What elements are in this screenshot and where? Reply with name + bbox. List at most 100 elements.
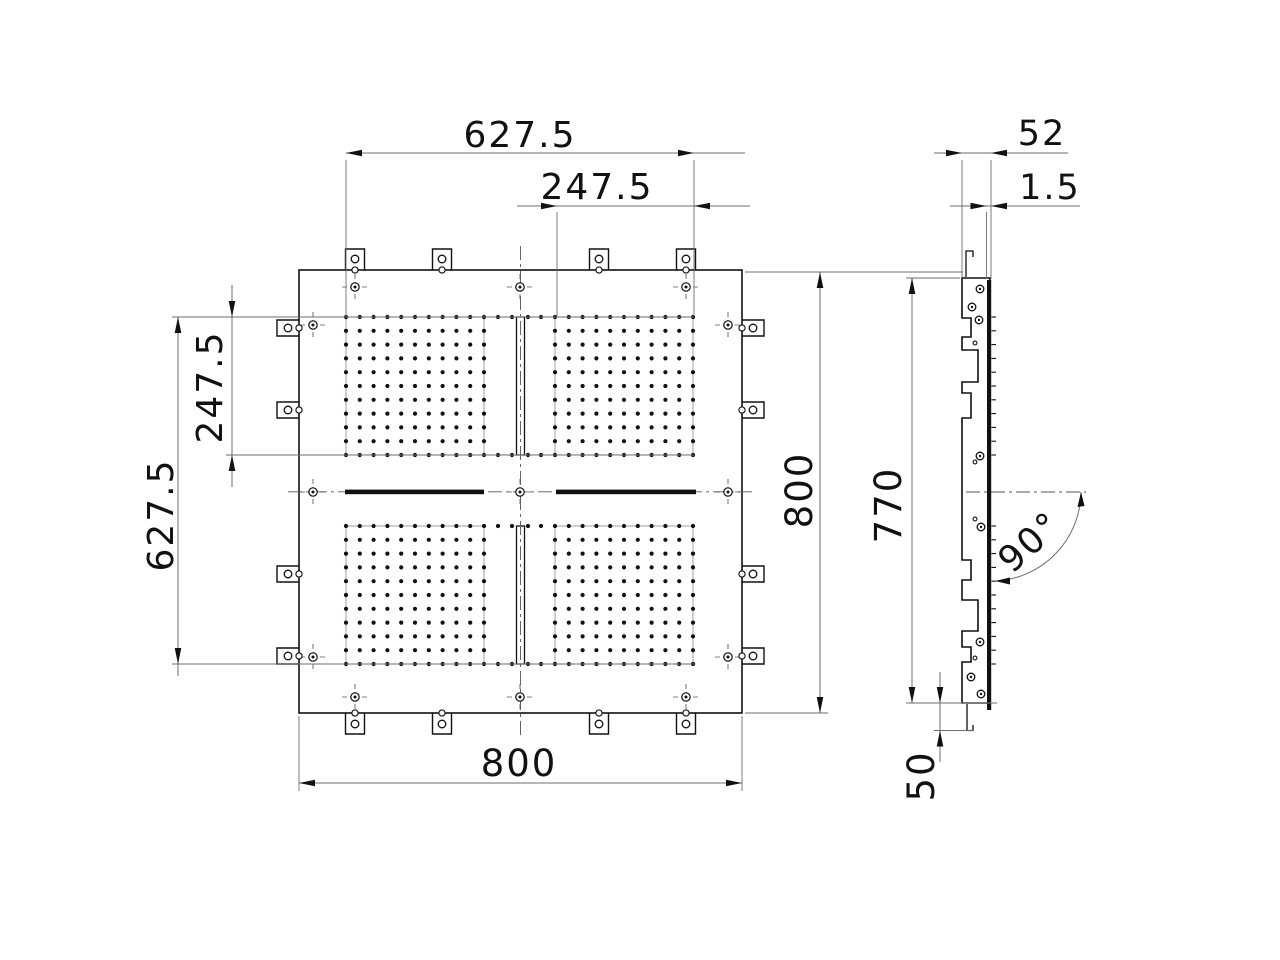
nozzle-dot xyxy=(552,606,558,611)
nozzle-dot xyxy=(343,425,349,430)
nozzle-dot xyxy=(594,342,599,347)
nozzle-dot xyxy=(357,342,362,347)
nozzle-dot xyxy=(608,425,613,430)
nozzle-dot xyxy=(343,606,349,611)
nozzle-dot xyxy=(481,397,487,402)
nozzle-dot xyxy=(371,383,376,389)
nozzle-dot xyxy=(608,551,613,556)
nozzle-dot xyxy=(677,523,682,529)
nozzle-dot xyxy=(343,439,349,444)
nozzle-dot xyxy=(440,551,445,556)
nozzle-dot xyxy=(635,383,640,389)
nozzle-dot xyxy=(399,383,404,389)
nozzle-dot xyxy=(481,648,487,653)
nozzle-dot xyxy=(343,370,349,375)
nozzle-dot xyxy=(677,370,682,375)
nozzle-dot xyxy=(552,592,558,598)
nozzle-dot xyxy=(385,411,390,416)
nozzle-dot xyxy=(412,537,418,542)
tab-notch xyxy=(738,570,746,578)
screw-hole-center xyxy=(353,695,357,699)
screw-hole-center xyxy=(518,490,522,494)
nozzle-dot xyxy=(343,411,349,416)
nozzle-dot xyxy=(454,411,459,416)
nozzle-dot xyxy=(566,356,571,361)
nozzle-dot xyxy=(580,606,585,611)
nozzle-dot xyxy=(663,565,668,570)
nozzle-dot xyxy=(566,411,571,416)
front-view xyxy=(276,246,765,736)
nozzle-dot xyxy=(690,370,696,375)
nozzle-dot xyxy=(357,411,362,416)
nozzle-dot xyxy=(454,551,459,556)
nozzle-dot xyxy=(426,397,431,402)
nozzle-dot xyxy=(454,579,459,584)
nozzle-dot xyxy=(663,592,668,598)
nozzle-dot xyxy=(440,411,445,416)
nozzle-dot xyxy=(385,606,390,611)
tab-hole xyxy=(350,719,360,729)
nozzle-dot xyxy=(594,383,599,389)
nozzle-dot xyxy=(690,579,696,584)
nozzle-dot xyxy=(663,370,668,375)
nozzle-dot xyxy=(621,606,627,611)
nozzle-dot xyxy=(663,648,668,653)
nozzle-dot xyxy=(412,565,418,570)
nozzle-dot xyxy=(552,565,558,570)
nozzle-dot xyxy=(440,383,445,389)
dim-side-height: 770 xyxy=(867,278,916,703)
nozzle-dot xyxy=(371,356,376,361)
tab-hole xyxy=(748,323,758,333)
tab-notch xyxy=(295,324,303,332)
nozzle-dot xyxy=(649,648,654,653)
tab-hole xyxy=(283,405,293,415)
nozzle-dot xyxy=(552,370,558,375)
nozzle-dot xyxy=(525,523,531,529)
nozzle-dot xyxy=(454,565,459,570)
nozzle-dot xyxy=(412,523,418,529)
screw-hole-center xyxy=(311,655,315,659)
nozzle-dot xyxy=(357,425,362,430)
screw-hole-center xyxy=(726,655,730,659)
nozzle-dot xyxy=(412,342,418,347)
nozzle-dot xyxy=(440,356,445,361)
nozzle-dot xyxy=(426,537,431,542)
nozzle-dot xyxy=(635,537,640,542)
nozzle-dot xyxy=(649,523,654,529)
nozzle-dot xyxy=(538,523,544,529)
nozzle-dot xyxy=(454,606,459,611)
nozzle-dot xyxy=(454,592,459,598)
nozzle-dot xyxy=(385,579,390,584)
dim-top-offset: 247.5 xyxy=(517,167,750,210)
nozzle-dot xyxy=(343,537,349,542)
nozzle-dot xyxy=(594,425,599,430)
nozzle-dot xyxy=(385,370,390,375)
fastener-pins xyxy=(972,340,978,661)
nozzle-dot xyxy=(481,579,487,584)
nozzle-dot xyxy=(552,439,558,444)
tab-notch xyxy=(595,266,603,274)
top-hook xyxy=(965,250,974,277)
nozzle-dot xyxy=(649,328,654,333)
nozzle-dot xyxy=(468,592,473,598)
dim-label-depth: 52 xyxy=(1018,114,1067,154)
nozzle-dot xyxy=(608,439,613,444)
nozzle-dot xyxy=(663,425,668,430)
nozzle-dot xyxy=(440,523,445,529)
nozzle-dot xyxy=(481,425,487,430)
tab-notch xyxy=(682,266,690,274)
nozzle-dot xyxy=(690,356,696,361)
nozzle-dot xyxy=(594,439,599,444)
nozzle-dot xyxy=(357,537,362,542)
nozzle-dot xyxy=(580,356,585,361)
nozzle-dot xyxy=(468,370,473,375)
nozzle-dot xyxy=(385,537,390,542)
nozzle-dot xyxy=(594,648,599,653)
nozzle-dot xyxy=(440,439,445,444)
nozzle-dot xyxy=(371,342,376,347)
nozzle-dot xyxy=(468,565,473,570)
bottom-hook xyxy=(966,704,974,732)
nozzle-dot xyxy=(594,537,599,542)
nozzle-dot xyxy=(454,439,459,444)
